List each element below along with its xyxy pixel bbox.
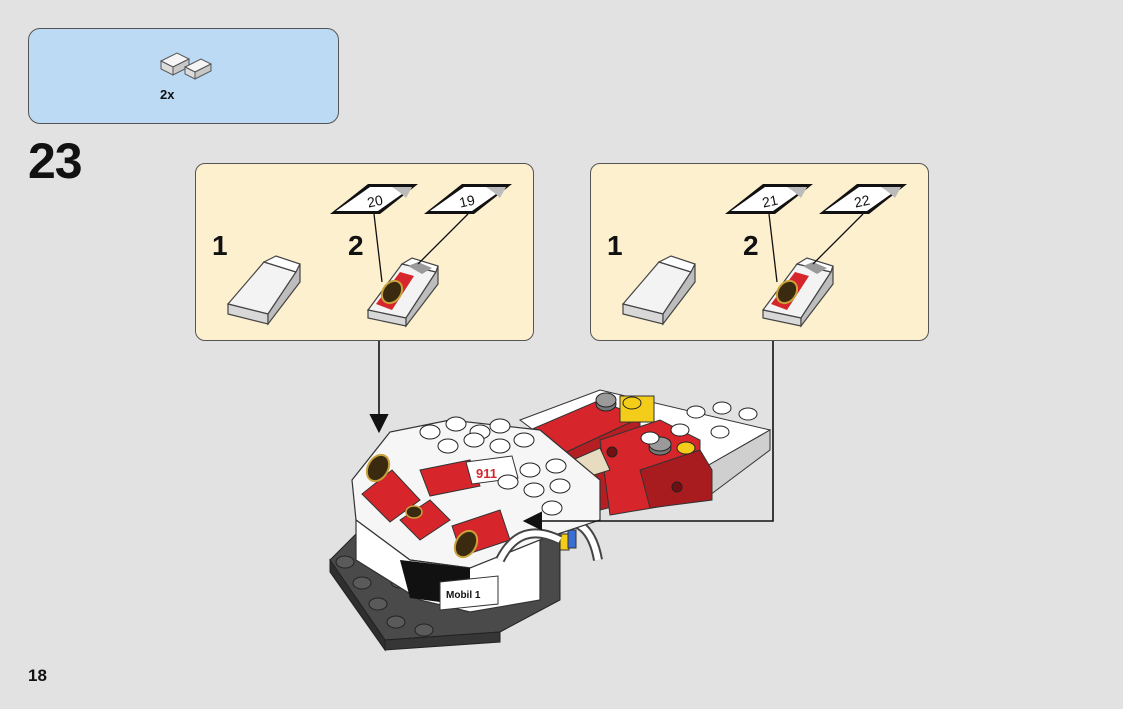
svg-text:19: 19 xyxy=(458,192,477,211)
parts-quantity: 2x xyxy=(160,87,175,102)
decal-card-20: 20 xyxy=(330,184,418,214)
sponsor-text: Mobil 1 xyxy=(446,590,481,601)
front-body: Mobil 1 911 xyxy=(351,416,601,613)
arrow-right xyxy=(522,341,774,531)
slope-brick-icon xyxy=(159,52,213,80)
sub-step-2: 2 xyxy=(348,230,364,261)
page-number: 18 xyxy=(28,666,47,685)
subassembly-1-drawing: 20 19 xyxy=(226,184,512,328)
subassembly-2-drawing: 21 22 xyxy=(621,184,907,328)
sub-step-1: 1 xyxy=(212,230,228,261)
decorated-slope-icon xyxy=(366,257,439,328)
step-number: 23 xyxy=(28,133,83,189)
svg-text:21: 21 xyxy=(761,192,780,211)
svg-text:22: 22 xyxy=(853,192,872,211)
decorated-slope-icon xyxy=(761,257,834,328)
slope-piece-icon xyxy=(621,255,696,326)
parts-callout: 2x xyxy=(28,28,339,124)
badge-text: 911 xyxy=(476,466,497,481)
decal-card-22: 22 xyxy=(819,184,907,214)
subassembly-panel-2: 1 2 21 22 xyxy=(590,163,929,341)
slope-piece-icon xyxy=(226,255,301,326)
decal-card-21: 21 xyxy=(725,184,813,214)
decal-card-19: 19 xyxy=(424,184,512,214)
svg-text:20: 20 xyxy=(366,192,385,211)
sub-step-2: 2 xyxy=(743,230,759,261)
subassembly-panel-1: 1 2 20 19 xyxy=(195,163,534,341)
sub-step-1: 1 xyxy=(607,230,623,261)
